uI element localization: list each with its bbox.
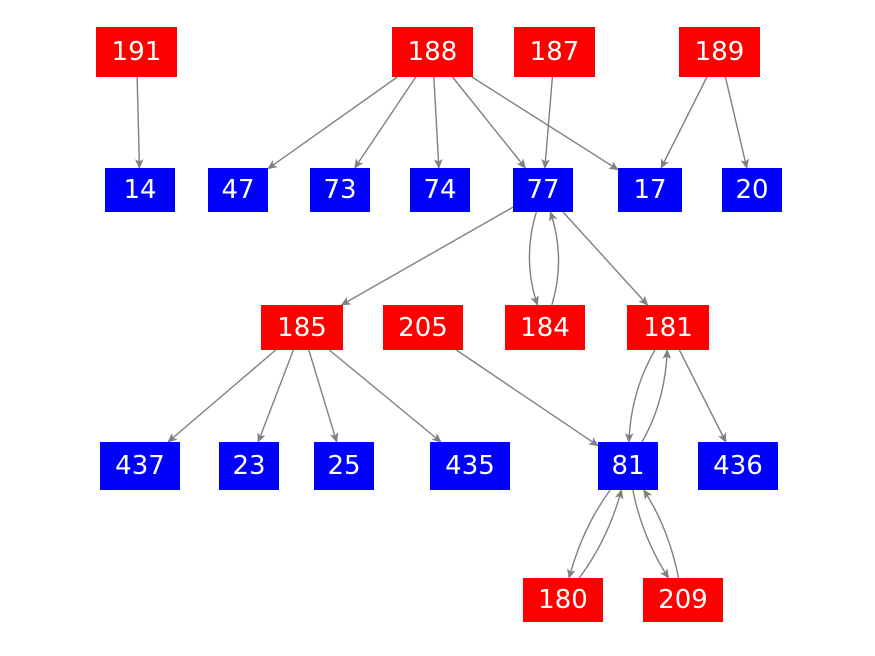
graph-node-label: 184 (520, 312, 570, 343)
graph-edge-180-to-81 (578, 489, 624, 579)
graph-node-20[interactable]: 20 (722, 168, 782, 212)
graph-node-189[interactable]: 189 (679, 27, 760, 77)
graph-node-label: 81 (611, 451, 645, 481)
graph-node-435[interactable]: 435 (430, 442, 510, 490)
graph-edge-184-to-77 (549, 211, 560, 306)
graph-node-184[interactable]: 184 (505, 305, 585, 350)
graph-edge-185-to-23 (257, 349, 295, 443)
graph-node-label: 181 (643, 312, 693, 343)
graph-edge-205-to-81 (455, 349, 599, 447)
graph-node-47[interactable]: 47 (208, 168, 268, 212)
graph-node-436[interactable]: 436 (698, 442, 778, 490)
graph-edge-185-to-437 (167, 349, 277, 443)
graph-node-209[interactable]: 209 (643, 578, 723, 622)
graph-node-label: 180 (538, 585, 588, 615)
graph-node-180[interactable]: 180 (523, 578, 603, 622)
graph-node-label: 73 (323, 175, 357, 205)
graph-edge-188-to-47 (267, 76, 398, 170)
graph-node-label: 14 (123, 175, 157, 205)
graph-node-label: 47 (221, 175, 255, 205)
graph-node-label: 191 (111, 37, 162, 67)
graph-node-23[interactable]: 23 (219, 442, 279, 490)
graph-edge-209-to-81 (643, 489, 680, 579)
graph-node-label: 23 (232, 451, 266, 481)
graph-edge-188-to-74 (433, 76, 443, 169)
graph-node-181[interactable]: 181 (627, 305, 709, 350)
graph-node-label: 436 (713, 451, 763, 481)
graph-node-185[interactable]: 185 (261, 305, 343, 350)
graph-node-188[interactable]: 188 (392, 27, 473, 77)
graph-node-187[interactable]: 187 (514, 27, 595, 77)
graph-edge-185-to-25 (308, 349, 339, 443)
graph-edge-81-to-181 (641, 349, 672, 443)
graph-node-73[interactable]: 73 (310, 168, 370, 212)
graph-edge-187-to-77 (541, 76, 554, 169)
graph-node-14[interactable]: 14 (105, 168, 175, 212)
graph-node-label: 17 (633, 175, 667, 205)
graph-edge-189-to-20 (724, 76, 749, 169)
graph-edge-77-to-181 (562, 211, 649, 306)
graph-node-label: 20 (735, 175, 769, 205)
graph-node-label: 185 (277, 312, 327, 343)
graph-node-205[interactable]: 205 (383, 305, 463, 350)
graph-node-81[interactable]: 81 (598, 442, 658, 490)
graph-node-label: 188 (407, 37, 458, 67)
graph-edge-191-to-14 (134, 76, 144, 169)
graph-node-17[interactable]: 17 (618, 168, 682, 212)
graph-node-191[interactable]: 191 (96, 27, 177, 77)
graph-node-label: 77 (526, 175, 560, 205)
graph-node-label: 187 (529, 37, 580, 67)
graph-node-label: 435 (445, 451, 495, 481)
graph-node-25[interactable]: 25 (314, 442, 374, 490)
graph-edge-81-to-209 (632, 489, 670, 579)
graph-edge-81-to-180 (567, 489, 611, 579)
graph-edge-181-to-81 (624, 349, 656, 443)
graph-edge-188-to-77 (451, 76, 526, 169)
graph-edge-185-to-435 (328, 349, 442, 443)
graph-edge-188-to-73 (354, 76, 417, 169)
graph-edge-189-to-17 (660, 76, 708, 169)
graph-node-label: 209 (658, 585, 708, 615)
graph-node-label: 437 (115, 451, 165, 481)
graph-node-label: 74 (423, 175, 457, 205)
graph-node-label: 205 (398, 312, 448, 343)
graph-edge-77-to-184 (528, 211, 539, 306)
graph-node-74[interactable]: 74 (410, 168, 470, 212)
graph-node-77[interactable]: 77 (513, 168, 573, 212)
graph-node-label: 25 (327, 451, 361, 481)
graph-node-437[interactable]: 437 (100, 442, 180, 490)
graph-edge-181-to-436 (678, 349, 727, 443)
graph-edge-77-to-185 (340, 206, 514, 306)
graph-node-label: 189 (694, 37, 745, 67)
graph-edge-188-to-17 (471, 76, 619, 171)
